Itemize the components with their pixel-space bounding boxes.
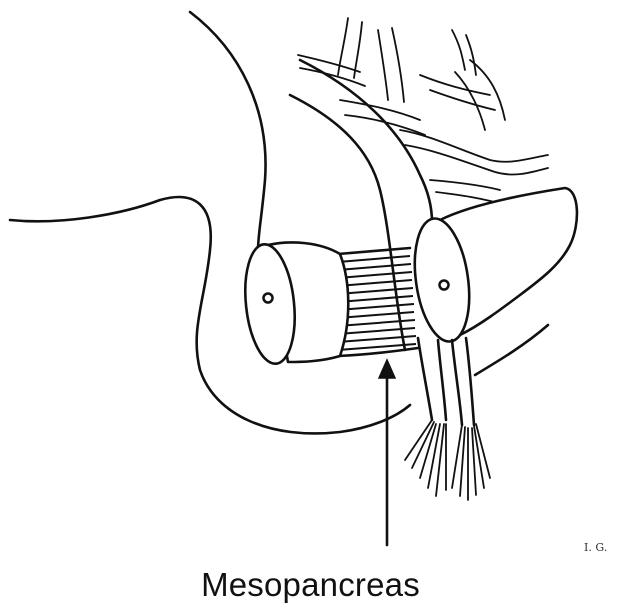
mesopancreas-hatching xyxy=(338,248,418,356)
duodenum-outline-outer xyxy=(10,197,410,433)
illustrator-signature: I. G. xyxy=(584,541,607,554)
right-pancreatic-duct xyxy=(440,281,449,290)
upper-vessel-4 xyxy=(298,55,365,86)
upper-vessel-2 xyxy=(378,28,404,102)
upper-vessel-6 xyxy=(400,130,548,175)
upper-vessel-8 xyxy=(420,75,495,110)
upper-vessel-3 xyxy=(452,30,476,75)
lower-vessel-left-branches xyxy=(405,420,446,496)
upper-vessel-7 xyxy=(455,60,505,130)
vessel-right-wall xyxy=(300,60,432,222)
figure-caption: Mesopancreas xyxy=(0,566,621,604)
duodenum-outline-inner xyxy=(190,12,266,250)
left-pancreatic-duct xyxy=(264,294,273,303)
lower-vessel-left-trunk xyxy=(418,338,446,420)
pointer-arrow-head xyxy=(379,360,395,378)
side-vessel-right xyxy=(475,325,548,375)
lower-vessel-right-trunk xyxy=(452,338,474,425)
lower-vessel-right-branches xyxy=(452,424,490,500)
